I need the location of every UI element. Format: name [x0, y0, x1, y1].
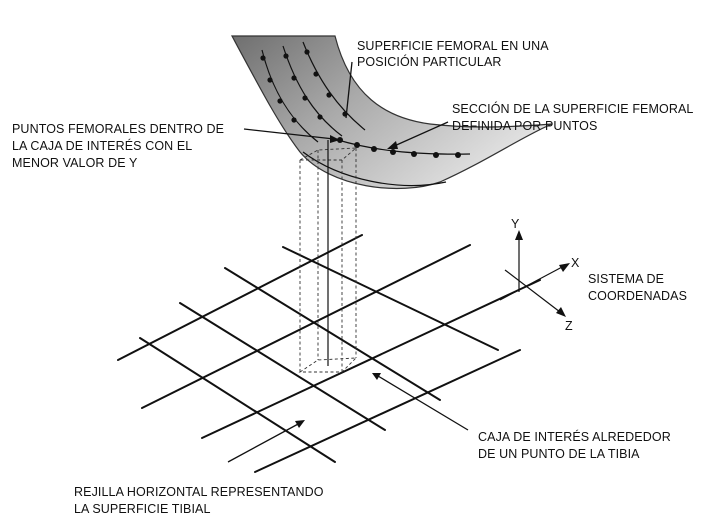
z-axis-arrow	[556, 307, 566, 317]
femoral-point	[371, 146, 377, 152]
leader-femoral-surface	[345, 61, 353, 119]
leader-femoral-section-arrow	[387, 141, 398, 149]
femoral-point	[302, 95, 308, 101]
coordinate-axes: Y X Z	[499, 217, 580, 333]
z-axis-label: Z	[565, 319, 573, 333]
grid-line	[224, 267, 441, 401]
femoral-section-points	[337, 137, 461, 158]
leader-interest-box	[377, 375, 469, 431]
femoral-point	[326, 92, 332, 98]
label-femoral-surface-line-2: POSICIÓN PARTICULAR	[357, 54, 502, 69]
label-coordinate-system-line-1: SISTEMA DE	[588, 272, 664, 286]
femoral-point	[260, 55, 266, 61]
femoral-point-column	[261, 49, 319, 143]
label-femoral-section-line-1: SECCIÓN DE LA SUPERFICIE FEMORAL	[452, 101, 693, 116]
femoral-point	[283, 53, 289, 59]
femoral-point	[304, 49, 310, 55]
label-femoral-points-line-2: LA CAJA DE INTERÉS CON EL	[12, 138, 192, 153]
femoral-points	[260, 49, 348, 123]
femoral-point	[313, 71, 319, 77]
leader-horizontal-grid-arrow	[295, 420, 305, 428]
femoral-point	[291, 75, 297, 81]
grid-line	[254, 349, 521, 473]
leader-interest-box-arrow	[372, 373, 381, 380]
femoral-surface-lip	[302, 151, 447, 187]
grid-line	[282, 246, 499, 351]
interest-box	[298, 140, 358, 373]
femoral-point	[291, 117, 297, 123]
leader-femoral-section	[391, 121, 449, 148]
x-axis-arrow	[559, 263, 570, 272]
femoral-point	[455, 152, 461, 158]
femoral-surface	[230, 35, 553, 190]
label-femoral-section-line-2: DEFINIDA POR PUNTOS	[452, 119, 597, 133]
femoral-point	[433, 152, 439, 158]
label-interest-box-line-2: DE UN PUNTO DE LA TIBIA	[478, 447, 640, 461]
femoral-point	[277, 98, 283, 104]
femoral-point	[267, 77, 273, 83]
grid-line	[141, 244, 471, 409]
grid-line	[139, 337, 336, 463]
femoral-point	[354, 142, 360, 148]
femoral-point	[390, 149, 396, 155]
x-axis-label: X	[571, 256, 580, 270]
label-horizontal-grid-line-1: REJILLA HORIZONTAL REPRESENTANDO	[74, 485, 324, 499]
label-coordinate-system-line-2: COORDENADAS	[588, 289, 687, 303]
label-horizontal-grid-line-2: LA SUPERFICIE TIBIAL	[74, 502, 211, 516]
grid-line	[179, 302, 386, 431]
leader-lines	[227, 61, 469, 463]
femoral-point	[411, 151, 417, 157]
y-axis-arrow	[515, 230, 523, 240]
femoral-point	[317, 114, 323, 120]
y-axis-label: Y	[511, 217, 520, 231]
interest-box-top	[298, 147, 358, 161]
x-axis	[499, 265, 565, 301]
label-femoral-points-line-3: MENOR VALOR DE Y	[12, 156, 138, 170]
grid-line	[201, 279, 541, 439]
label-interest-box-line-1: CAJA DE INTERÉS ALREDEDOR	[478, 429, 671, 444]
label-femoral-surface-line-1: SUPERFICIE FEMORAL EN UNA	[357, 39, 549, 53]
grid-line	[117, 234, 363, 361]
tibial-grid	[117, 234, 541, 473]
leader-femoral-points	[243, 128, 335, 140]
leader-femoral-points-arrow	[330, 135, 340, 143]
femoral-surface-sheet	[230, 35, 553, 190]
z-axis	[504, 269, 561, 313]
leader-horizontal-grid	[227, 422, 301, 463]
label-femoral-points-line-1: PUNTOS FEMORALES DENTRO DE	[12, 122, 224, 136]
